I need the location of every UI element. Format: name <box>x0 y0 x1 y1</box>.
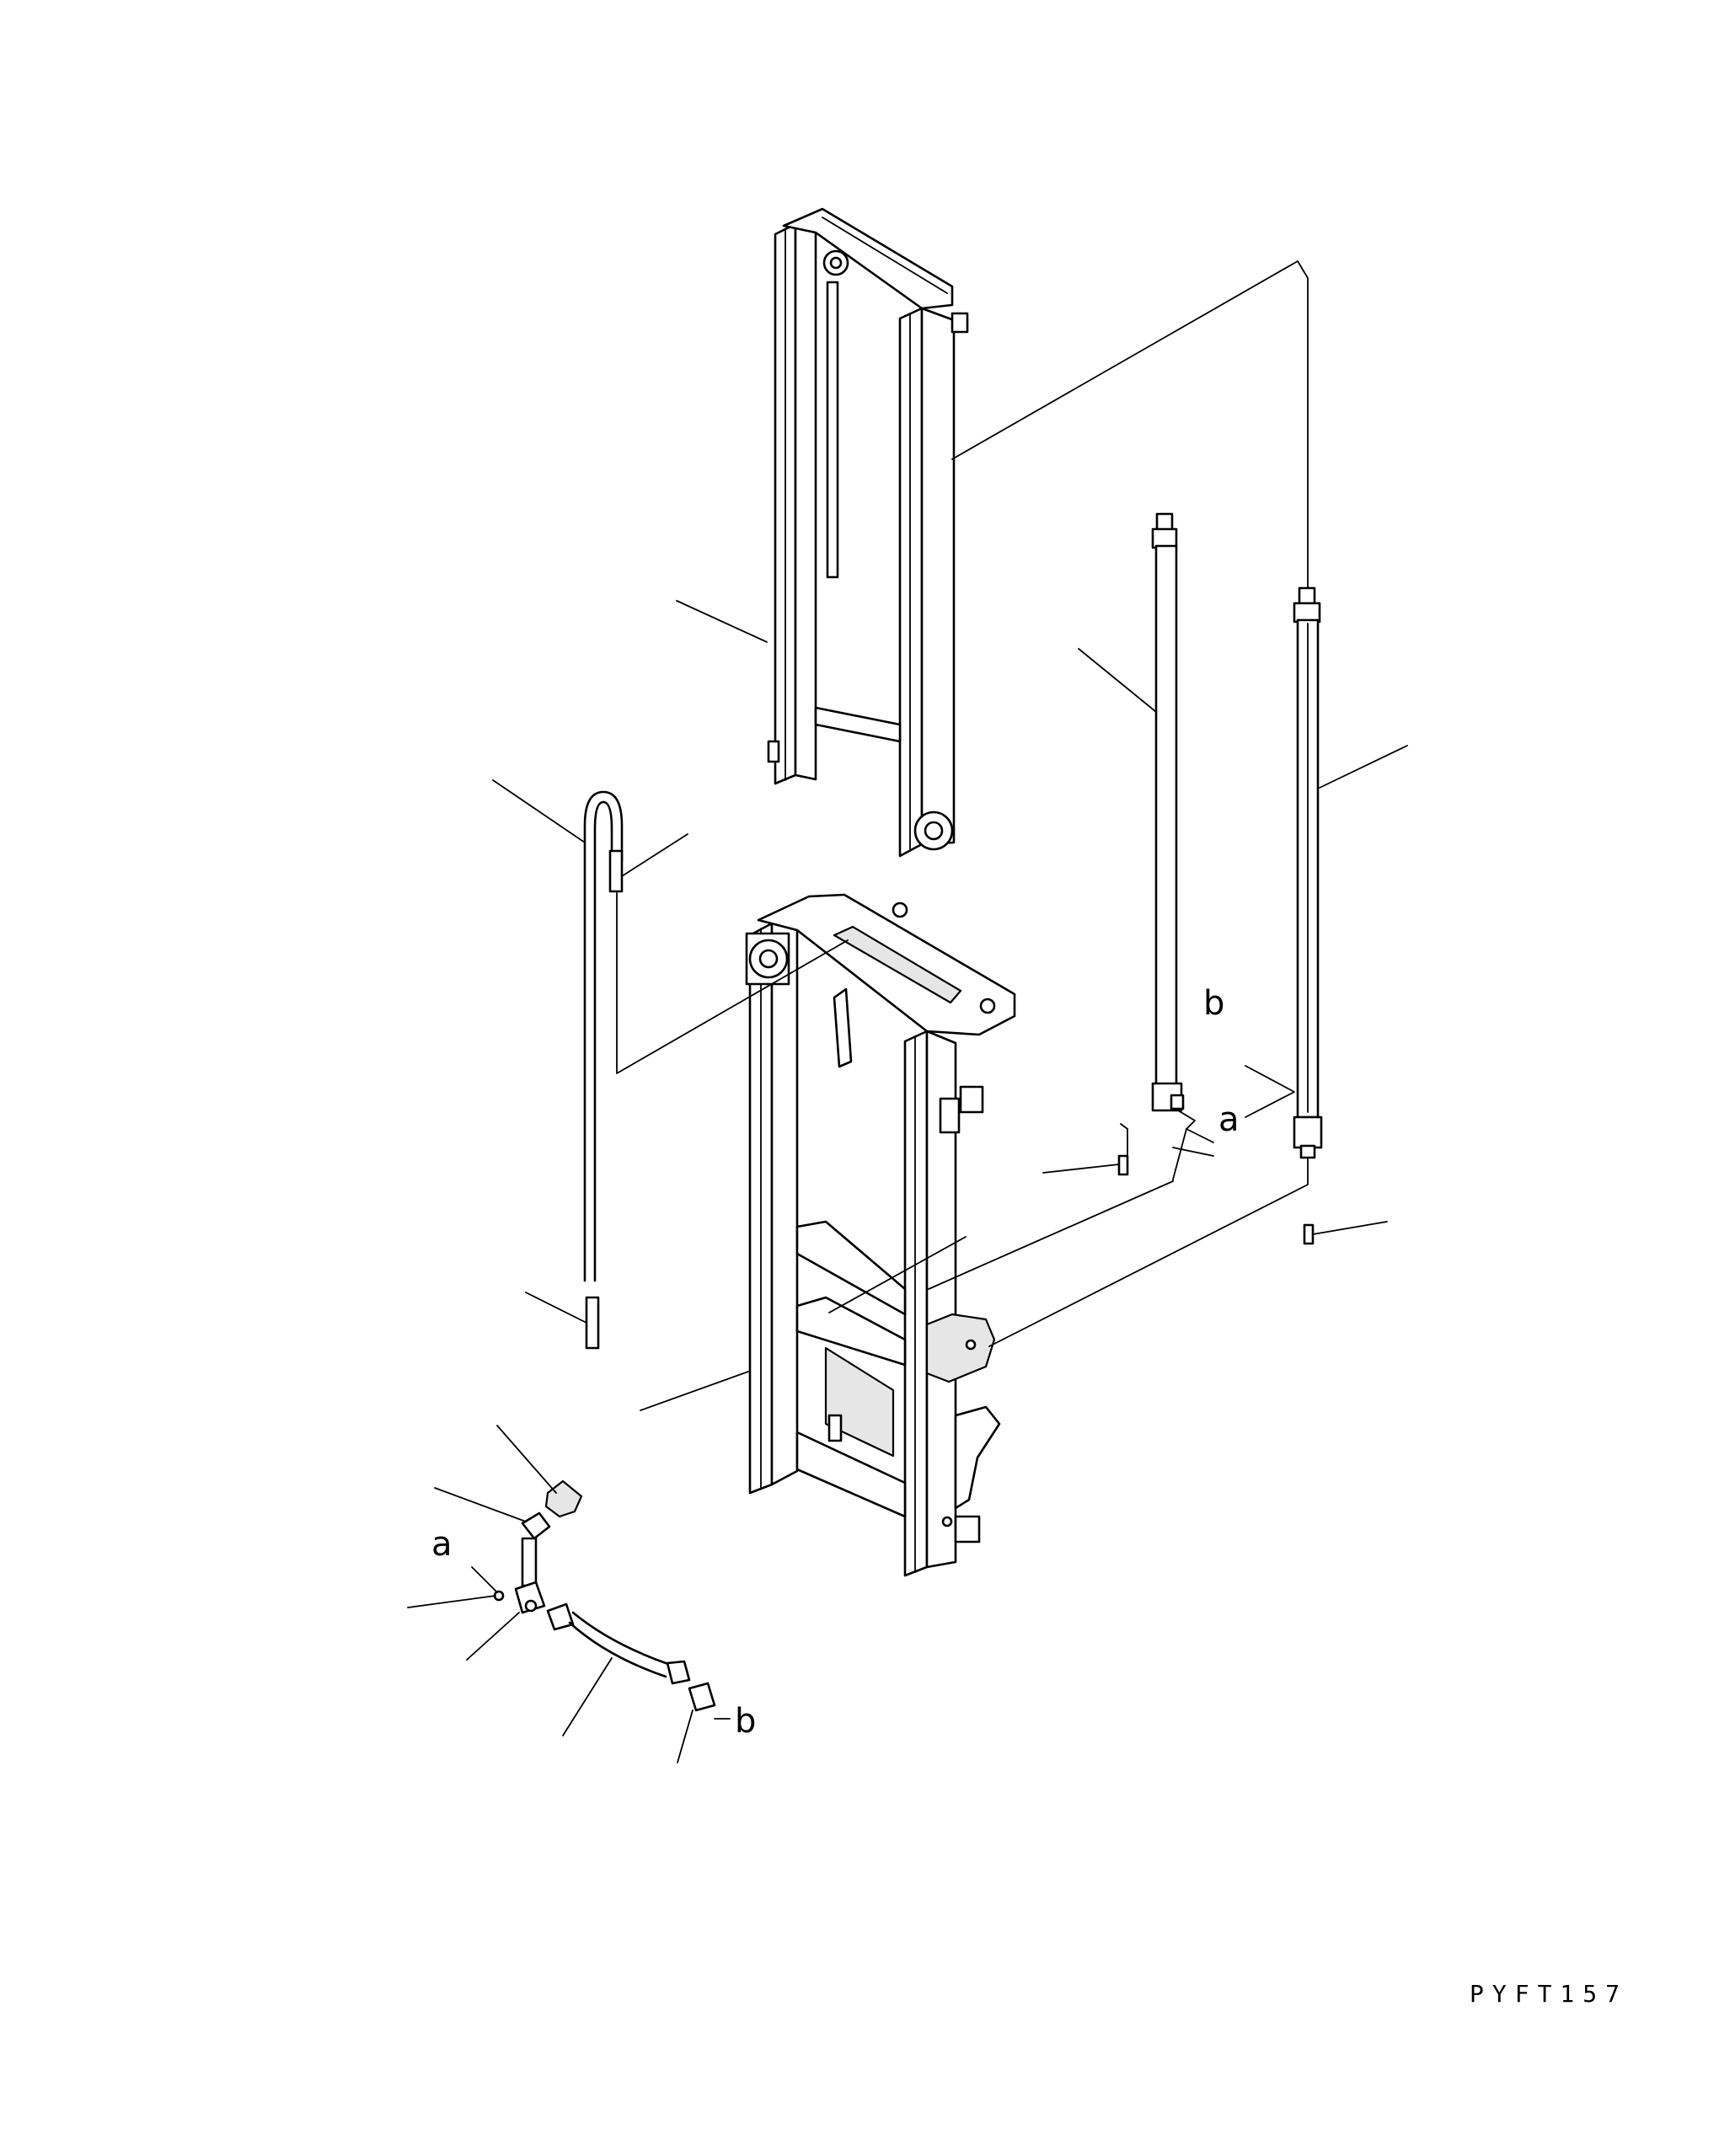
pin-right-cylinder <box>1303 1223 1315 1245</box>
pin-left-cylinder <box>1117 1154 1129 1176</box>
connector-label-b-hose: b <box>735 1702 756 1741</box>
outer-mast <box>745 893 1016 1577</box>
drawing-code: PYFT157 <box>1470 1980 1628 2008</box>
inner-mast <box>767 207 969 858</box>
connector-label-a-hose: a <box>431 1525 453 1564</box>
connector-label-a-cylinder: a <box>1218 1100 1240 1139</box>
hose-fittings <box>493 1479 716 1712</box>
leader-lines <box>407 260 1408 1763</box>
connector-label-b-cylinder: b <box>1203 984 1224 1023</box>
lift-cylinder-right <box>1293 586 1323 1159</box>
lift-cylinder-left <box>1151 512 1185 1112</box>
chain-hook-rod <box>583 790 624 1350</box>
